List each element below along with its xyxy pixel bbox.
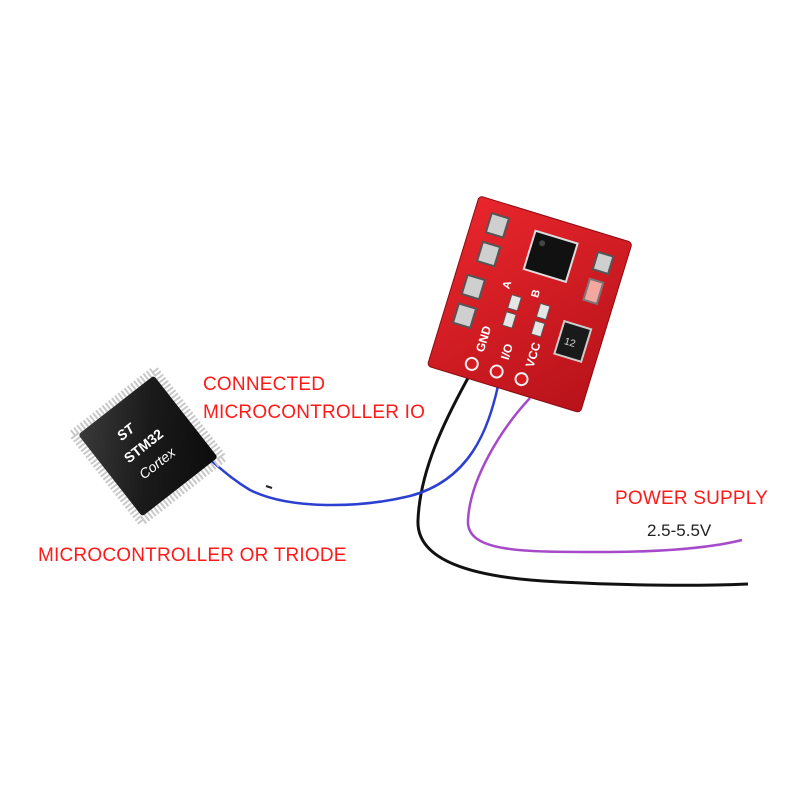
pad-label-b: B xyxy=(529,288,543,299)
solder-pad xyxy=(460,273,487,301)
pin-hole-gnd xyxy=(464,356,479,371)
voltage-range-label: 2.5-5.5V xyxy=(647,521,712,540)
jumper-pad-b2 xyxy=(530,319,546,338)
pin-hole-io xyxy=(489,364,504,379)
chip-pins xyxy=(66,364,230,528)
touch-sensor-board: 12 A B GND I/O VCC xyxy=(427,196,632,413)
chip-body xyxy=(79,376,217,516)
jumper-pad-a xyxy=(507,293,522,312)
connected-io-label-line2: MICROCONTROLLER IO xyxy=(203,402,426,423)
ic-notch xyxy=(539,240,546,247)
jumper-pad-b xyxy=(535,302,551,321)
pin-hole-vcc xyxy=(514,372,529,387)
wire-fleck xyxy=(265,485,273,489)
pad-label-a: A xyxy=(501,279,515,290)
solder-pad xyxy=(591,250,615,276)
led xyxy=(582,277,605,306)
solder-pad xyxy=(451,302,478,330)
part-marking: 12 xyxy=(563,336,577,350)
stm32-chip: ST STM32 Cortex xyxy=(66,364,230,528)
power-supply-label: POWER SUPPLY xyxy=(615,488,769,509)
solder-pad xyxy=(475,240,502,268)
microcontroller-or-triode-label: MICROCONTROLLER OR TRIODE xyxy=(38,545,347,566)
gnd-wire xyxy=(416,377,749,587)
pin-label-io: I/O xyxy=(498,342,516,361)
io-wire xyxy=(207,385,500,507)
connected-io-label-line1: CONNECTED xyxy=(203,374,326,395)
solder-pad xyxy=(484,211,511,239)
vcc-wire xyxy=(466,397,743,554)
sensor-ic xyxy=(522,229,579,284)
jumper-pad-a2 xyxy=(501,311,517,329)
small-component xyxy=(553,319,593,364)
